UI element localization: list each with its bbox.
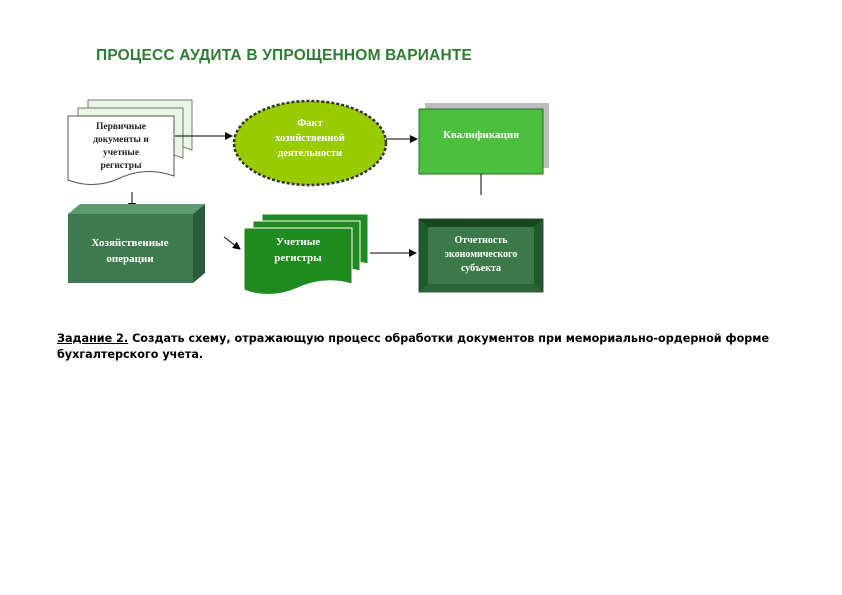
registers-line-1: Учетные <box>276 236 320 248</box>
fact-line-1: Факт <box>297 118 323 129</box>
node-operations: Хозяйственные операции <box>68 204 205 283</box>
report-line-2: экономического <box>445 249 518 260</box>
report-line-1: Отчетность <box>454 235 508 246</box>
fact-line-3: деятельности <box>278 148 342 159</box>
primary-docs-line-2: документы и <box>93 135 149 145</box>
fact-line-2: хозяйственной <box>275 133 345 144</box>
task-lead: Задание 2. <box>57 332 129 345</box>
qualification-label: Квалификация <box>443 129 519 141</box>
primary-docs-line-4: регистры <box>101 161 143 171</box>
operations-line-2: операции <box>106 253 154 265</box>
arrow-registers-into <box>223 236 241 250</box>
report-line-3: субъекта <box>461 263 501 274</box>
task-text: Создать схему, отражающую процесс обрабо… <box>57 332 770 361</box>
node-fact: Факт хозяйственной деятельности <box>232 99 388 187</box>
operations-line-1: Хозяйственные <box>91 237 168 249</box>
task-paragraph: Задание 2. Создать схему, отражающую про… <box>57 331 797 363</box>
page-title: ПРОЦЕСС АУДИТА В УПРОЩЕННОМ ВАРИАНТЕ <box>96 47 473 64</box>
node-qualification: Квалификация <box>418 103 549 175</box>
registers-line-2: регистры <box>274 252 322 264</box>
node-registers: Учетные регистры <box>243 213 369 295</box>
node-report: Отчетность экономического субъекта <box>418 218 544 293</box>
flow-diagram: Первичные документы и учетные регистры Ф… <box>67 99 549 295</box>
primary-docs-line-1: Первичные <box>96 122 146 132</box>
node-primary-docs: Первичные документы и учетные регистры <box>67 99 193 185</box>
primary-docs-line-3: учетные <box>103 148 139 158</box>
